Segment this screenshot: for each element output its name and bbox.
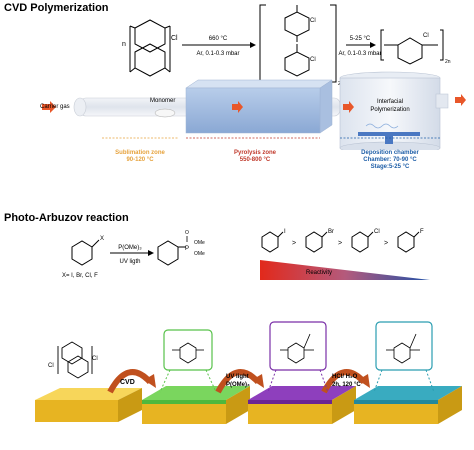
- greater-than-3: >: [384, 240, 388, 247]
- substrate-teal: [354, 386, 462, 424]
- step2-condition: Ar, 0.1-0.3 mbar: [338, 51, 381, 57]
- parylene-c-polymer-structure: [380, 29, 444, 65]
- halogen-i: I: [284, 229, 286, 235]
- flow-arrow-icon: [343, 101, 354, 113]
- halogen-f: F: [420, 229, 424, 235]
- polymer-subscript: 2n: [445, 59, 451, 65]
- deposition-name: Deposition chamber: [361, 150, 419, 156]
- cvd-reaction-scheme: n Cl 660 °C Ar, 0.1-0.3 mbar Cl Cl 2n 5-…: [122, 4, 451, 87]
- product-ome1: OMe: [194, 240, 205, 246]
- arbuzov-reaction-scheme: X P(OMe)₃ UV ligth O P OMe OMe X= I, Br,…: [62, 229, 430, 280]
- pyrolysis-name: Pyrolysis zone: [233, 150, 277, 156]
- process-cl-label: Cl: [48, 363, 54, 369]
- zoom-box-green: [159, 329, 217, 393]
- greater-than-1: >: [292, 240, 296, 247]
- deposition-stage: [358, 132, 420, 136]
- deposition-stage-temp: Stage:5-25 °C: [370, 164, 410, 170]
- greater-than-2: >: [338, 240, 342, 247]
- xylylene-intermediate-structure: [284, 5, 310, 77]
- reactant-x: X: [100, 236, 104, 242]
- step-uv-line1: UV light: [226, 374, 249, 380]
- x-options-label: X= I, Br, Cl, F: [62, 273, 98, 279]
- zoom-box-purple: [267, 321, 329, 393]
- cvd-section-title: CVD Polymerization: [4, 2, 109, 14]
- product-p: P: [185, 246, 189, 252]
- monomer-subscript: n: [122, 41, 126, 48]
- halogen-cl: Cl: [374, 229, 380, 235]
- monomer-cl-label: Cl: [171, 35, 178, 42]
- interfacial-polymerization-label: Interfacial Polymerization: [355, 98, 425, 114]
- zoom-box-teal: [373, 321, 435, 393]
- monomer-boat: [154, 108, 176, 118]
- cvd-apparatus-illustration: [42, 71, 466, 150]
- interfacial-line2: Polymerization: [370, 107, 410, 113]
- pyrolysis-furnace: [185, 87, 321, 134]
- substrate-purple: [248, 386, 356, 424]
- intermediate-cl-top: Cl: [310, 18, 316, 24]
- aryl-halide-structure: [71, 240, 93, 266]
- flow-arrow-icon: [455, 94, 466, 106]
- step-uv-line2: P(OMe)₃: [226, 382, 250, 388]
- flow-arrow-icon: [42, 101, 56, 113]
- product-ome2: OMe: [194, 251, 205, 257]
- monomer-label: Monomer: [150, 98, 176, 104]
- reactivity-wedge: [260, 260, 430, 280]
- carrier-gas-label: Carrier gas: [40, 104, 70, 110]
- arbuzov-condition: UV ligth: [119, 259, 140, 265]
- reactivity-label: Reactivity: [306, 270, 333, 276]
- pyrolysis-temp: 550-800 °C: [239, 157, 271, 163]
- step2-temperature: 5-25 °C: [350, 36, 371, 42]
- sublimation-zone-label: Sublimation zone 90-120 °C: [100, 150, 180, 164]
- halogen-br: Br: [328, 229, 334, 235]
- arbuzov-section-title: Photo-Arbuzov reaction: [4, 212, 129, 224]
- monomer-structure-small: [57, 341, 93, 379]
- sublimation-temp: 90-120 °C: [126, 157, 154, 163]
- step-hcl-line2: 2h, 120 °C: [332, 382, 361, 388]
- pyrolysis-zone-label: Pyrolysis zone 550-800 °C: [210, 150, 300, 164]
- substrate-yellow: [35, 388, 142, 422]
- substrate-green: [142, 386, 250, 424]
- surface-modification-process: Cl Cl CVD UV light P(OMe)₃ HCl/ H₂O 2h,: [35, 321, 462, 424]
- step-cvd-label: CVD: [120, 379, 135, 386]
- dichloro-paracyclophane-structure: [129, 19, 171, 77]
- flow-arrow-icon: [232, 101, 243, 113]
- interfacial-line1: Interfacial: [376, 99, 403, 105]
- process-cl-label-2: Cl: [92, 356, 98, 362]
- product-o: O: [185, 230, 189, 236]
- polymer-cl-label: Cl: [423, 33, 429, 39]
- arbuzov-reagent: P(OMe)₃: [118, 245, 142, 251]
- step1-condition: Ar, 0.1-0.3 mbar: [196, 51, 239, 57]
- phosphonate-product-structure: [157, 240, 179, 266]
- step-hcl-line1: HCl/ H₂O: [332, 374, 358, 380]
- deposition-chamber-label: Deposition chamber Chamber: 70-90 °C Sta…: [345, 150, 435, 171]
- sublimation-name: Sublimation zone: [115, 150, 165, 156]
- intermediate-cl-bottom: Cl: [310, 57, 316, 63]
- step1-temperature: 660 °C: [209, 36, 228, 42]
- deposition-chamber-temp: Chamber: 70-90 °C: [363, 157, 417, 163]
